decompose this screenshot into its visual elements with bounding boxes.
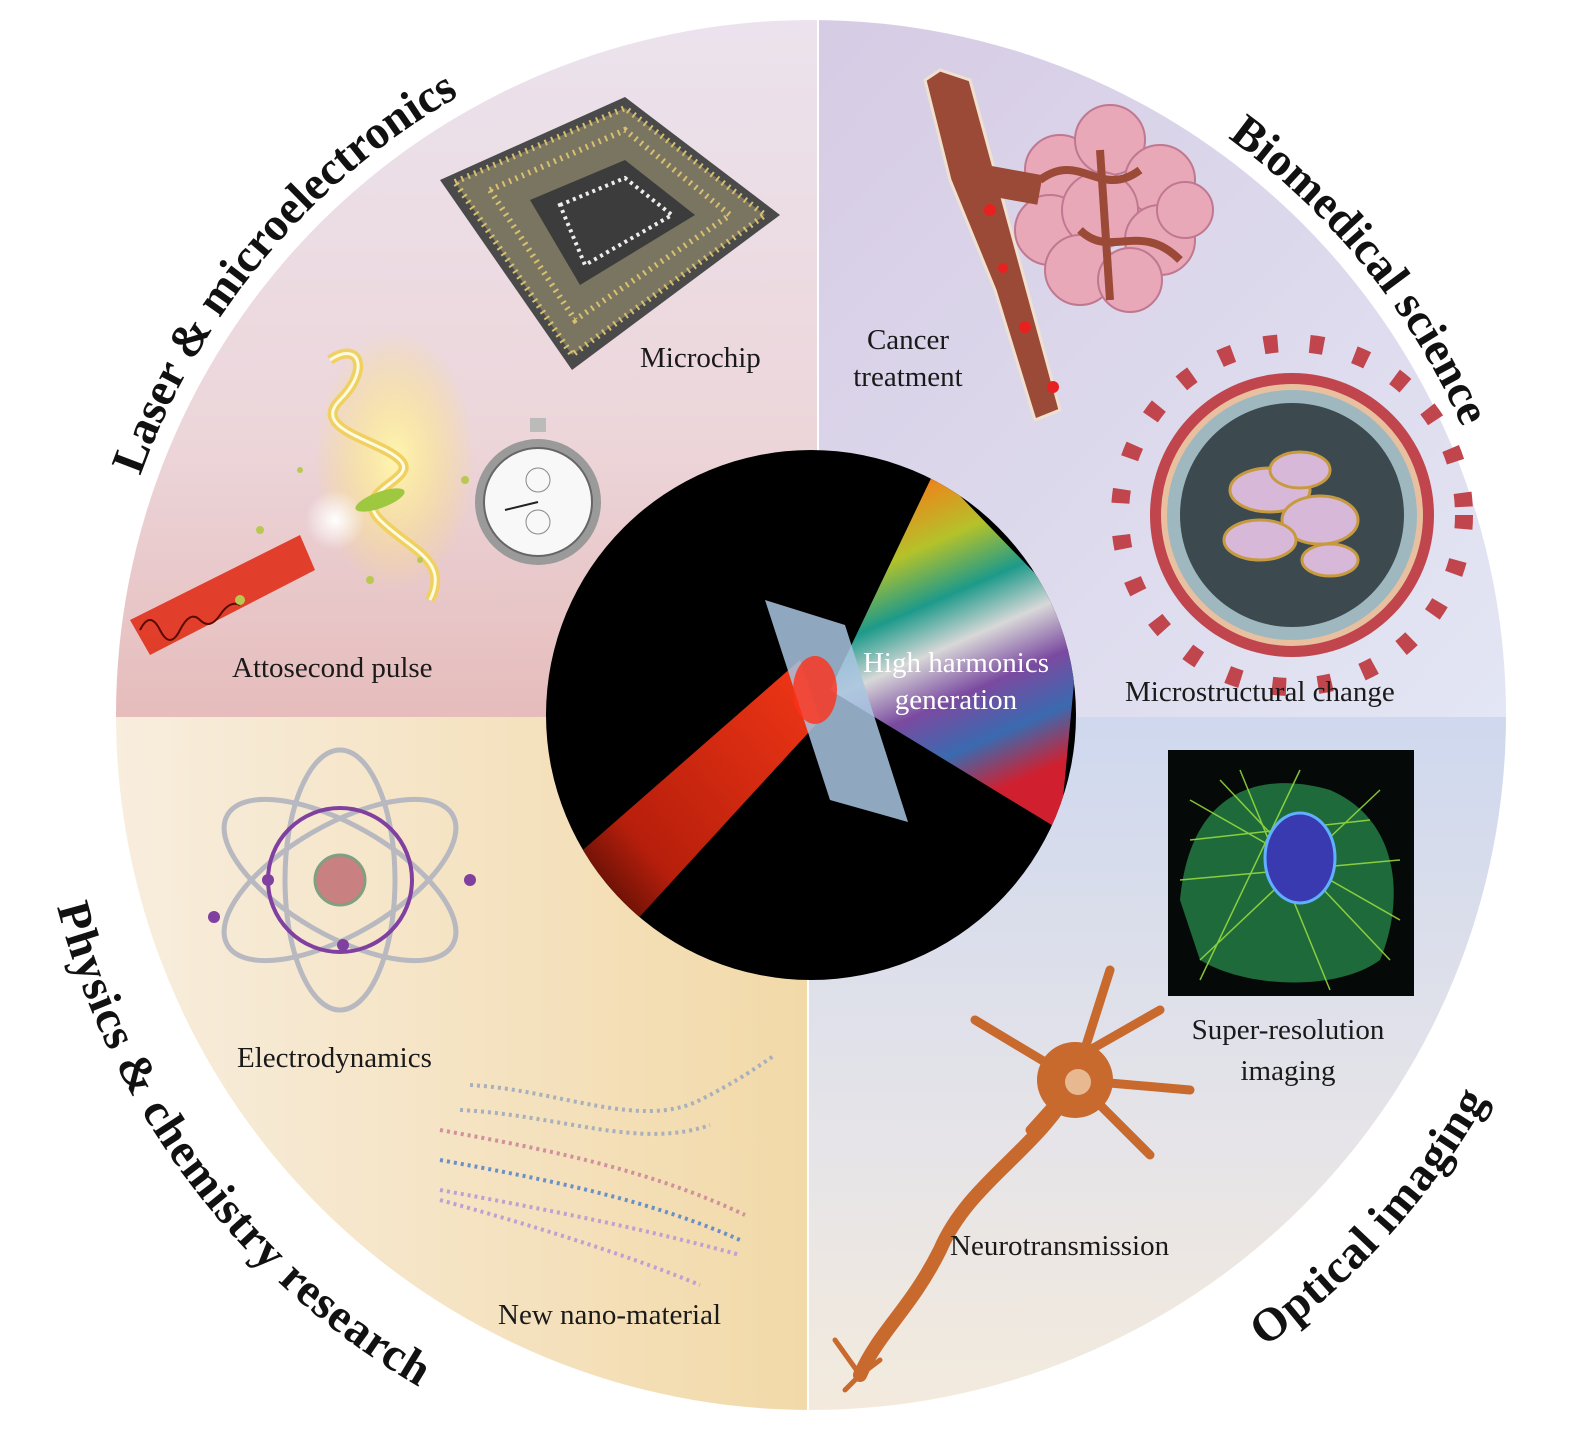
label-high-harmonics-generation: High harmonics generation [840,645,1072,719]
driving-laser-beam [560,660,820,960]
label-line: imaging [1240,1055,1336,1087]
microchip-illustration [440,97,780,370]
label-line: Cancer [866,324,950,356]
label-line: Super-resolution [1191,1014,1385,1046]
atom-illustration [208,747,476,1013]
label-line: High harmonics [862,647,1050,679]
attosecond-pulse-illustration [130,330,475,655]
super-resolution-image [1168,750,1414,996]
label-microchip: Microchip [640,342,761,374]
label-microstructural-change: Microstructural change [1125,676,1395,708]
nano-material-illustration [439,1053,777,1287]
cancer-treatment-illustration [923,68,1214,422]
label-new-nano-material: New nano-material [498,1299,722,1331]
label-electrodynamics: Electrodynamics [237,1042,432,1074]
label-attosecond-pulse: Attosecond pulse [232,652,433,684]
label-super-resolution-imaging: Super-resolution imaging [1165,1012,1411,1090]
label-line: treatment [853,361,963,393]
label-cancer-treatment: Cancer treatment [830,322,986,396]
stopwatch-icon [475,418,601,565]
harmonics-spectrum-fan [830,470,1076,830]
virus-microstructure-illustration [1111,334,1473,696]
label-neurotransmission: Neurotransmission [950,1230,1170,1262]
neuron-illustration [832,965,1195,1393]
crystal-sample [765,600,908,822]
hhg-center-disc [546,450,1076,980]
label-line: generation [894,684,1018,716]
